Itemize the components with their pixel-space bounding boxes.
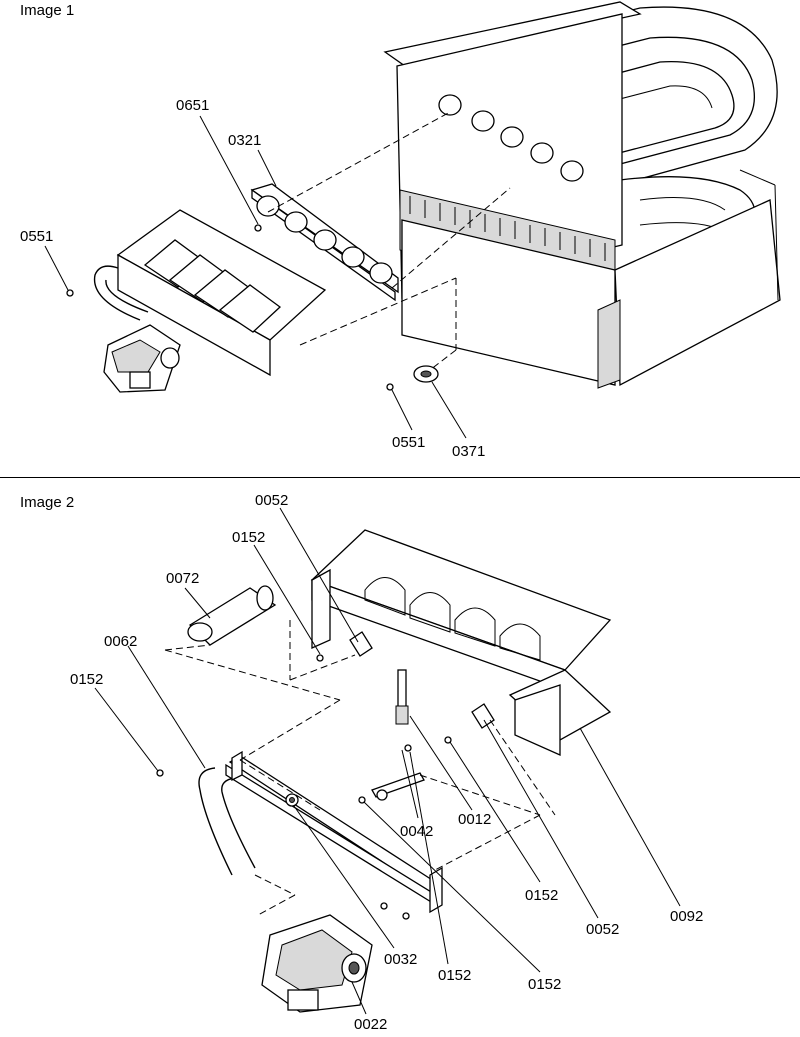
panel-title-image-1: Image 1 xyxy=(20,2,75,19)
image-2-screws xyxy=(156,654,452,920)
image-1-alignment-lines xyxy=(267,111,511,371)
callout-0551-left: 0551 xyxy=(20,228,53,245)
callout-0152-top: 0152 xyxy=(232,529,265,546)
callout-0052-top: 0052 xyxy=(255,492,288,509)
flame-sensor xyxy=(371,772,425,801)
limit-switch xyxy=(413,365,439,383)
callout-0032: 0032 xyxy=(384,951,417,968)
burner-box-plate xyxy=(250,183,399,302)
image-2-leader-lines xyxy=(94,507,681,1015)
lower-box xyxy=(401,219,616,386)
image-2-alignment-lines xyxy=(164,620,556,916)
callout-0022: 0022 xyxy=(354,1016,387,1033)
callout-0152-bottom: 0152 xyxy=(528,976,561,993)
burner-box xyxy=(310,529,612,757)
callout-0371: 0371 xyxy=(452,443,485,460)
burner xyxy=(187,585,277,646)
callout-0042: 0042 xyxy=(400,823,433,840)
callout-0072: 0072 xyxy=(166,570,199,587)
image-1-screws xyxy=(66,224,394,391)
panel-title-image-2: Image 2 xyxy=(20,494,75,511)
burner-assembly xyxy=(116,209,327,377)
callout-0651: 0651 xyxy=(176,97,209,114)
orifice xyxy=(285,793,299,807)
callout-0152-left: 0152 xyxy=(70,671,103,688)
gas-valve-image-2 xyxy=(261,914,373,1013)
callout-0062: 0062 xyxy=(104,633,137,650)
gas-valve-image-1 xyxy=(93,265,181,393)
callout-0152-lower: 0152 xyxy=(438,967,471,984)
gas-manifold xyxy=(198,750,443,914)
callout-0012: 0012 xyxy=(458,811,491,828)
hot-surface-igniter xyxy=(395,669,409,725)
heat-exchanger-assembly xyxy=(383,1,781,389)
callout-0152-right: 0152 xyxy=(525,887,558,904)
panel-divider xyxy=(0,477,800,478)
callout-0321: 0321 xyxy=(228,132,261,149)
top-flange xyxy=(383,1,642,67)
callout-0052-bottom: 0052 xyxy=(586,921,619,938)
image-1-leader-lines xyxy=(44,115,467,439)
callout-0551-bottom: 0551 xyxy=(392,434,425,451)
callout-0092: 0092 xyxy=(670,908,703,925)
